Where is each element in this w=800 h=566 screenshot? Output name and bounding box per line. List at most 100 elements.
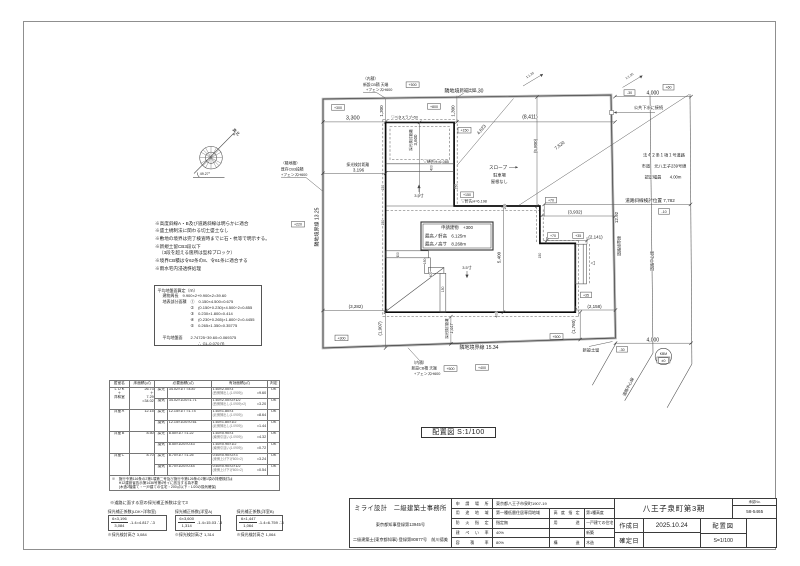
- plan-label-grad1: 1:1.25: [525, 71, 535, 79]
- title-block-row: 申請場所東京都八王子市泉町1907-19: [451, 499, 615, 510]
- plan-label-cb_s1: （内積）: [412, 360, 427, 365]
- svg-text:+150: +150: [463, 193, 471, 197]
- table-header-row: 居室名 床面積(㎡) 必要面積(㎡) 有効面積(㎡) 判定: [108, 380, 281, 388]
- plan-label-d3282: (3,282): [349, 304, 364, 309]
- svg-text:+35: +35: [575, 234, 581, 238]
- plan-label-shasen: 道路斜線検討位置 7,782: [625, 197, 675, 204]
- spot-level: +150: [457, 127, 472, 134]
- svg-text:+150: +150: [460, 129, 468, 133]
- plan-label-d5400: 5,400: [497, 251, 502, 263]
- plan-label-d7520: 7,520: [554, 140, 566, 151]
- note-line: ※高度斜線A・B及び道路斜線は明らかに適合: [155, 220, 249, 226]
- plan-label-s150b: 150: [381, 220, 385, 226]
- plan-labels: 隣地境界線 15.30 隣地境界線 13.25 隣地境界線 15.34 12.9…: [199, 71, 687, 398]
- spot-level: +500: [405, 81, 420, 88]
- correction-factors: ※道路に面する窓の採光補正係数は全て3 採光補正係数(LDK+洋和室)6×3,1…: [107, 500, 307, 537]
- col-effective-area: 有効面積(㎡): [210, 380, 268, 388]
- spot-level: +60: [662, 84, 675, 91]
- plan-label-sewer: 公共下水に接続: [634, 104, 664, 111]
- plan-label-st400b: 400: [429, 272, 433, 278]
- plan-label-slab: ▽ベタスラブ+50: [391, 115, 418, 120]
- east-bay: [575, 243, 590, 285]
- office-name: ミライ設計 二級建築士事務所: [354, 504, 447, 512]
- road-lines: [592, 93, 693, 408]
- spot-level: +300: [331, 104, 345, 111]
- approval-cell: 承認No. 58-5465: [732, 499, 776, 518]
- ground-calc-line: ⑤ 0.265×1.350=0.35775: [190, 322, 238, 328]
- plan-label-grad2: 1:1.25: [625, 72, 635, 80]
- drawing-title-box: 配置図 S:1/100: [421, 426, 496, 438]
- title-block-row: 防火指定指定無用途一戸建ての住宅: [451, 518, 615, 529]
- spot-level: +220: [291, 221, 305, 228]
- spot-levels: +300 +800 -30 +60 +220 +150 +150 +70 +70…: [291, 81, 675, 372]
- spot-level: +400: [475, 364, 489, 371]
- plan-label-d4000t: 4,000: [647, 90, 660, 96]
- spot-level: +500: [549, 333, 564, 340]
- ground-calc-line: 地表部分面積 ① 0.150×4.500=0.675: [162, 299, 234, 305]
- spot-level: -10: [658, 208, 670, 215]
- building-info-box: [420, 221, 494, 251]
- plan-label-kd3600b: 3,600: [413, 134, 418, 146]
- plan-label-cb_w2: 既存CB3段積: [281, 166, 304, 171]
- plan-label-angle: 49.27°: [200, 172, 211, 176]
- dimension-ticks: [321, 94, 693, 350]
- spot-level: ±0: [658, 357, 669, 364]
- plan-label-bld1: 申請建物 +300: [441, 224, 473, 231]
- svg-text:+70: +70: [550, 234, 556, 238]
- drawing-name-cell: 配置図 S=1/100: [700, 518, 747, 547]
- svg-text:-30: -30: [619, 348, 624, 352]
- plan-label-road1: 法４２条１項１号道路: [643, 152, 686, 159]
- col-required-area: 必要面積(㎡): [154, 380, 212, 388]
- note-line: ※敷地の境界は完了検査時までに石・杭等で明示する。: [155, 236, 270, 242]
- plan-label-d1760: (1,760): [571, 319, 576, 334]
- plan-label-road_b_num: 12.92: [614, 211, 619, 223]
- col-judge: 判定: [266, 380, 281, 388]
- plan-label-cb_s3: +フェンスH600: [414, 371, 440, 376]
- site-boundary: [321, 93, 617, 350]
- correction-note: ※道路に面する窓の採光補正係数は全て3: [110, 500, 188, 505]
- plan-label-st400a: 400: [396, 252, 400, 258]
- plan-label-pitch2: 3.5寸: [462, 264, 472, 270]
- plan-label-d1300b: 1,300: [451, 105, 456, 117]
- title-block: ミライ設計 二級建築士事務所 東京都知事登録第13945号 二級建築士(東京都知…: [349, 498, 777, 548]
- svg-text:+500: +500: [552, 335, 560, 339]
- svg-text:+500: +500: [446, 367, 454, 371]
- plan-label-s400a: 400: [430, 165, 434, 171]
- svg-text:+500: +500: [409, 83, 417, 87]
- ground-calc-line: ③ 0.230×1.800=0.414: [190, 311, 233, 317]
- plan-label-slope2: 駐車場: [493, 172, 506, 179]
- architect-registration: 二級建築士(東京都知事) 登録第80877号 前川德美: [352, 537, 448, 543]
- dimension-lines: [280, 73, 691, 362]
- created-label: 作成日: [615, 518, 644, 533]
- ground-calc-line: ∴ GL-0.070 ｍ: [197, 340, 225, 346]
- col-room: 居室名: [108, 380, 130, 388]
- spot-level: +70: [545, 197, 557, 204]
- plan-label-d1300a: 1,300: [379, 105, 384, 117]
- plan-label-kd3196b: 3,196: [353, 168, 365, 173]
- fixed-date: [644, 533, 700, 547]
- svg-text:+300: +300: [337, 336, 345, 340]
- plan-label-road_b: 道路境界線: [616, 236, 622, 256]
- plan-label-road2: 市道 元八王子239号線: [642, 163, 687, 170]
- plan-label-north: 真北: [231, 126, 242, 137]
- plan-label-b_top: 隣地境界線 15.30: [445, 88, 484, 95]
- plan-label-d2141: (2,141): [588, 235, 603, 240]
- col-floor-area: 床面積(㎡): [128, 380, 156, 388]
- spot-level: -30: [616, 346, 628, 353]
- ground-calc-line: ④ (0.230+0.265)×1.800÷2=0.4455: [190, 316, 255, 322]
- plan-label-road3: 認定幅員 4.00m: [645, 174, 682, 181]
- ground-calc-line: ② (0.150+0.230)×4.500÷2=0.855: [190, 305, 253, 311]
- compass-rose: [193, 131, 236, 178]
- building-interior-lines: [385, 250, 447, 313]
- plan-label-slope1: スロープ: [489, 165, 508, 171]
